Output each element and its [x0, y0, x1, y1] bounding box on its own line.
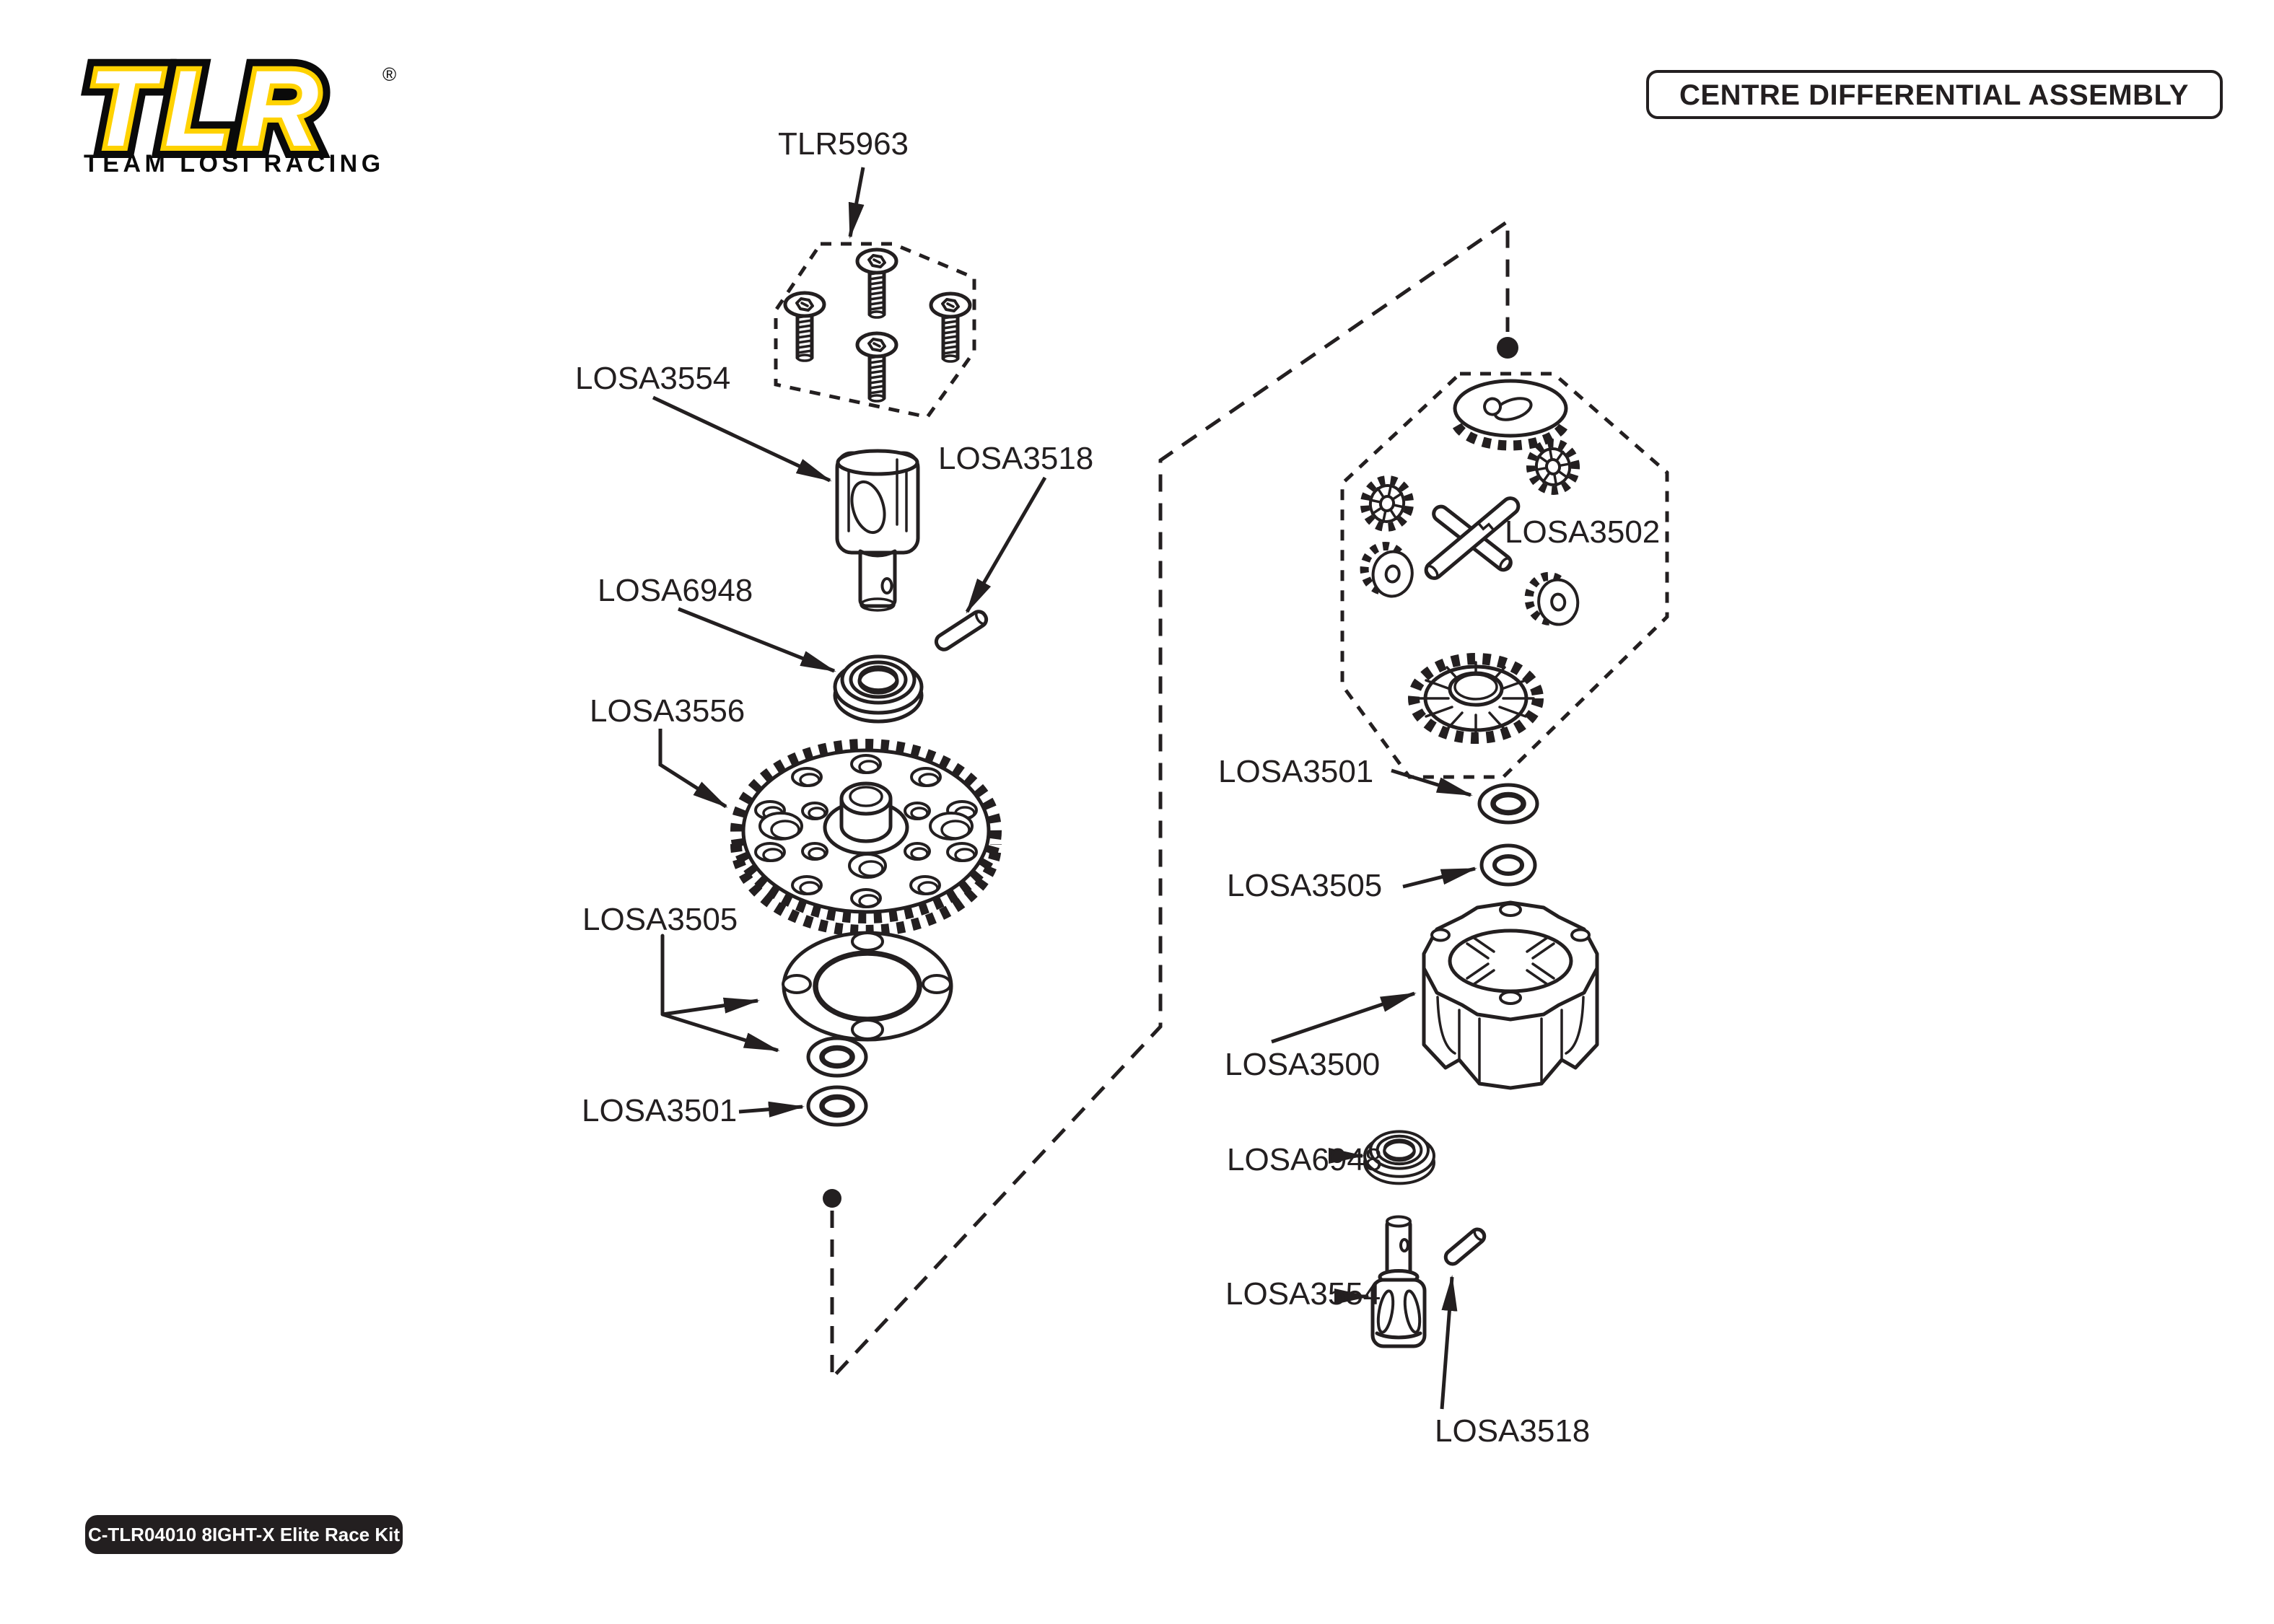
screw-set-boundary-box	[774, 242, 976, 419]
kit-badge: C-TLR04010 8IGHT-X Elite Race Kit	[85, 1515, 403, 1554]
screw-icon	[857, 333, 896, 401]
spur-gear-holes	[754, 754, 978, 908]
part-label-losa3501-left: LOSA3501	[582, 1093, 737, 1128]
part-label-losa3500: LOSA3500	[1225, 1047, 1380, 1082]
diff-housing	[1422, 900, 1599, 1090]
cross-pin-right	[1443, 1227, 1487, 1266]
spur-gear	[730, 739, 1002, 936]
leader-arrow-losa3556	[658, 729, 728, 809]
bevel-pinion-gear-washer	[1361, 543, 1416, 599]
leader-arrow-losa3505-left-washer	[662, 1012, 780, 1053]
outdrive-coupling-right	[1370, 1215, 1427, 1348]
leader-arrow-losa3501-left	[738, 1101, 805, 1118]
diff-gasket	[782, 931, 953, 1042]
part-label-losa3554-right: LOSA3554	[1225, 1276, 1381, 1312]
leader-arrow-losa3500	[1271, 991, 1417, 1044]
shim-washer-left-lower	[808, 1087, 866, 1125]
bevel-pinion-gear	[1360, 475, 1414, 531]
part-label-losa3554-left: LOSA3554	[575, 361, 730, 396]
leader-arrow-losa6948-left	[678, 607, 836, 673]
screw-set	[785, 250, 970, 401]
leader-arrow-losa3518-left	[965, 476, 1047, 614]
assembly-joint-dot-right	[1497, 337, 1518, 359]
assembly-joint-dot-left	[823, 1189, 841, 1208]
bevel-pinion-gear-washer	[1527, 574, 1580, 628]
part-label-losa3501-right: LOSA3501	[1218, 754, 1373, 789]
page-title: CENTRE DIFFERENTIAL ASSEMBLY	[1679, 79, 2189, 111]
tlr-logo: TLR TLR TLR ® TEAM LOSI RACING	[76, 35, 396, 181]
o-ring-right	[1482, 846, 1535, 885]
leader-arrow-losa3505-right	[1402, 866, 1477, 889]
diff-bevel-gear-large	[1408, 653, 1544, 744]
part-label-losa3556: LOSA3556	[590, 693, 745, 729]
leader-arrow-losa3554-left	[652, 395, 832, 483]
title-box: CENTRE DIFFERENTIAL ASSEMBLY	[1646, 70, 2223, 119]
part-label-losa3518-left: LOSA3518	[938, 441, 1093, 476]
tlr-logo-wordmark-accent: TLR	[88, 48, 329, 169]
diff-drive-gear	[1452, 379, 1569, 451]
screw-icon	[785, 293, 824, 361]
part-label-losa6948-left: LOSA6948	[598, 573, 753, 608]
leader-arrow-losa3501-right	[1391, 768, 1473, 797]
tlr-logo-wordmark-outline: TLR	[88, 48, 329, 169]
part-label-tlr5963: TLR5963	[778, 126, 909, 162]
diff-cross-pins	[1424, 496, 1521, 580]
part-label-losa3502: LOSA3502	[1505, 514, 1660, 550]
screw-icon	[931, 294, 970, 361]
tlr-logo-wordmark: TLR	[88, 48, 329, 169]
shim-washer-left-upper	[808, 1038, 866, 1076]
cross-pin-left	[934, 610, 989, 651]
part-label-losa3518-right: LOSA3518	[1435, 1413, 1590, 1449]
part-label-losa3505-left: LOSA3505	[582, 902, 738, 937]
leader-arrow-losa3505-left-gasket	[662, 997, 760, 1017]
leader-arrows	[652, 167, 1477, 1410]
bearing-left	[835, 657, 922, 721]
shim-washer-right	[1479, 785, 1537, 822]
tlr-logo-subtitle: TEAM LOSI RACING	[84, 150, 385, 177]
diff-internals-boundary-box	[1340, 372, 1669, 779]
part-labels: TLR5963 LOSA3554 LOSA3518 LOSA6948 LOSA3…	[575, 126, 1660, 1449]
part-label-losa6948-right: LOSA6948	[1227, 1142, 1382, 1177]
registered-trademark-icon: ®	[382, 63, 396, 85]
outdrive-coupling-left	[835, 449, 920, 612]
part-label-losa3505-right: LOSA3505	[1227, 868, 1382, 903]
kit-badge-label: C-TLR04010 8IGHT-X Elite Race Kit	[88, 1524, 400, 1545]
assembly-axis-dashed-line	[830, 218, 1510, 1383]
leader-arrow-losa3518-right	[1440, 1275, 1458, 1410]
leader-arrow-tlr5963	[848, 167, 865, 239]
screw-icon	[857, 250, 896, 317]
